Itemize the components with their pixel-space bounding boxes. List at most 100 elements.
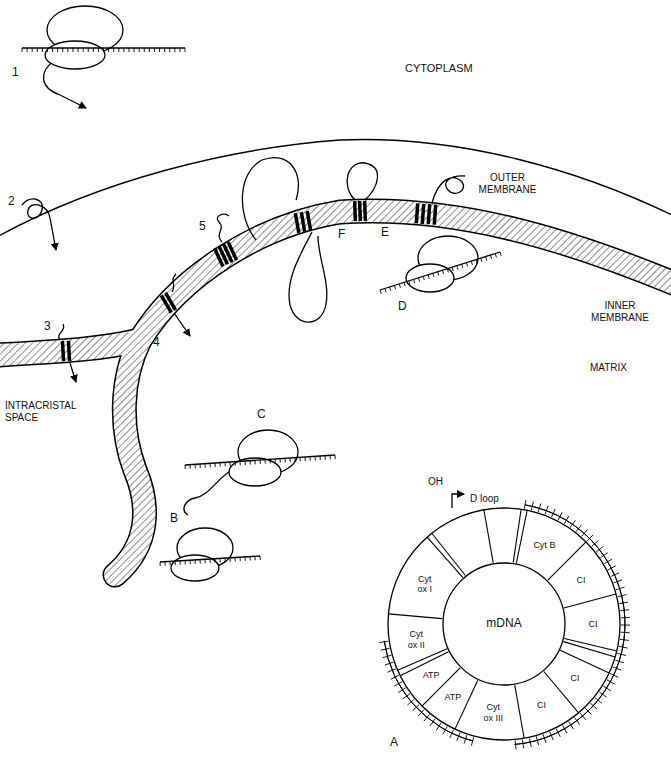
gene-label: Cyt ox I [413, 573, 437, 594]
mrna-tick [174, 48, 175, 52]
mrna-tick [190, 465, 191, 469]
transcript-tick [391, 675, 399, 679]
mrna-tick [215, 463, 216, 467]
ribosome [45, 41, 105, 69]
mrna-tick [394, 285, 395, 289]
transcript-tick [614, 580, 622, 583]
callout-letter: B [170, 512, 178, 526]
gene-label: CI [581, 619, 605, 629]
mrna-tick [108, 48, 109, 52]
transcript-tick [543, 734, 546, 742]
mrna-tick [471, 261, 472, 265]
node-circle [443, 563, 565, 685]
transcript-tick [600, 553, 607, 558]
mrna-tick [385, 288, 386, 292]
gene-label: ATP [419, 670, 443, 680]
gene-label: ATP [441, 692, 465, 702]
mrna-tick [180, 561, 181, 565]
mrna-tick [72, 48, 73, 52]
mrna-tick [230, 462, 231, 466]
gene-divider [432, 533, 466, 575]
mrna-tick [240, 557, 241, 561]
gene-label: Cyt ox III [481, 702, 505, 723]
helix [363, 201, 367, 221]
mrna-tick [22, 48, 23, 52]
mrna-tick [169, 48, 170, 52]
mrna-tick [225, 462, 226, 466]
mdna-circle: mDNA [442, 562, 566, 686]
transcript-tick [457, 732, 460, 740]
protein-outline [242, 158, 298, 240]
mrna-tick [179, 48, 180, 52]
transcript-tick [407, 699, 414, 705]
membrane-label: INNER MEMBRANE [580, 300, 660, 323]
helix [62, 341, 63, 361]
transcript-tick [592, 541, 599, 547]
mrna-tick [414, 279, 415, 283]
mrna-tick [128, 48, 129, 52]
helix [307, 211, 310, 231]
transcript-tick [388, 669, 396, 672]
membrane-label: OUTER MEMBRANE [470, 172, 545, 195]
transcript-tick [585, 708, 591, 714]
ribosome [229, 458, 281, 486]
mrna-tick [270, 459, 271, 463]
mrna-tick [165, 562, 166, 566]
mrna-tick [98, 48, 99, 52]
mrna-tick [452, 267, 453, 271]
callout-number: 4 [153, 336, 160, 350]
gene-label: Cyt ox II [404, 629, 428, 650]
mrna-tick [195, 560, 196, 564]
mrna-tick [235, 558, 236, 562]
mrna-tick [245, 461, 246, 465]
transcript-tick [424, 714, 430, 721]
helix-3 [62, 341, 69, 361]
mrna-tick [62, 48, 63, 52]
helix [68, 341, 69, 361]
mrna-tick [265, 460, 266, 464]
mrna-tick [139, 48, 140, 52]
mrna-tick [230, 558, 231, 562]
transcript-tick [620, 610, 629, 611]
transcript-tick [610, 673, 618, 677]
region-label: MATRIX [590, 362, 627, 374]
helix-d [416, 203, 435, 224]
mrna-tick [447, 269, 448, 273]
mrna-tick [185, 48, 186, 52]
protein-loop [432, 176, 465, 203]
mrna-tick [154, 48, 155, 52]
transcript-tick [538, 504, 541, 513]
mrna-tick [170, 561, 171, 565]
transcript-tick [563, 725, 568, 733]
helix-5 [215, 242, 237, 266]
mrna-tick [159, 48, 160, 52]
ribosome [177, 528, 233, 568]
mrna-tick [442, 270, 443, 274]
transcript-tick [524, 500, 526, 509]
mrna-tick [160, 562, 161, 566]
mrna-tick [490, 255, 491, 259]
mrna-tick [275, 459, 276, 463]
mrna-tick [27, 48, 28, 52]
transcript-tick [531, 501, 533, 510]
inner-membrane-edge [115, 211, 671, 575]
mrna-group [22, 48, 501, 566]
protein-loop [217, 214, 229, 242]
mrna-tick [390, 287, 391, 291]
transcript-tick [403, 694, 410, 699]
mrna-tick [220, 463, 221, 467]
transcript-tick [616, 587, 625, 590]
import-arrow [174, 313, 190, 336]
inner-membrane [0, 211, 671, 575]
transcript-tick [608, 566, 616, 570]
mrna-tick [205, 559, 206, 563]
transcript-tick [413, 705, 420, 711]
helix-e [355, 201, 366, 221]
mrna-tick [428, 275, 429, 279]
mrna-tick [404, 282, 405, 286]
helix [434, 205, 435, 225]
transcript-tick [545, 506, 548, 514]
mrna-tick [32, 48, 33, 52]
transcript-tick [418, 710, 424, 717]
